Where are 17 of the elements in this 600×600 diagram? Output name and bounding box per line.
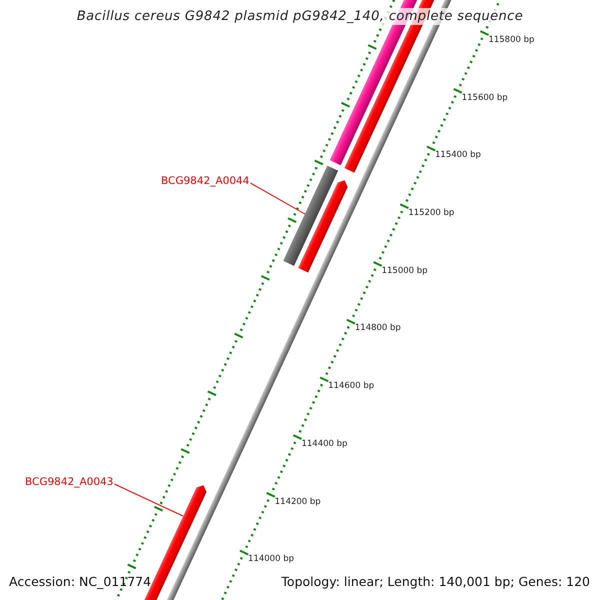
position-label: 115200 bp: [408, 208, 454, 218]
position-label: 115000 bp: [382, 266, 428, 276]
position-label: 114000 bp: [248, 554, 294, 564]
position-label: 114400 bp: [301, 438, 348, 449]
leader-line: [114, 484, 184, 516]
leader-line: [250, 182, 306, 214]
position-label: 115400 bp: [435, 150, 481, 160]
gene-bar: [283, 166, 338, 266]
gene-label: BCG9842_A0043: [25, 476, 114, 488]
footer-text: Topology: linear; Length: 140,001 bp; Genes: 120: [281, 574, 590, 589]
position-label: 115800 bp: [488, 35, 534, 46]
position-label: 114800 bp: [354, 323, 401, 334]
position-label: 114200 bp: [274, 496, 321, 507]
footer-text: Accession: NC_011774: [9, 574, 152, 589]
gene-label: BCG9842_A0044: [161, 175, 250, 187]
position-label: 114600 bp: [328, 381, 374, 392]
position-label: 115600 bp: [462, 92, 508, 103]
